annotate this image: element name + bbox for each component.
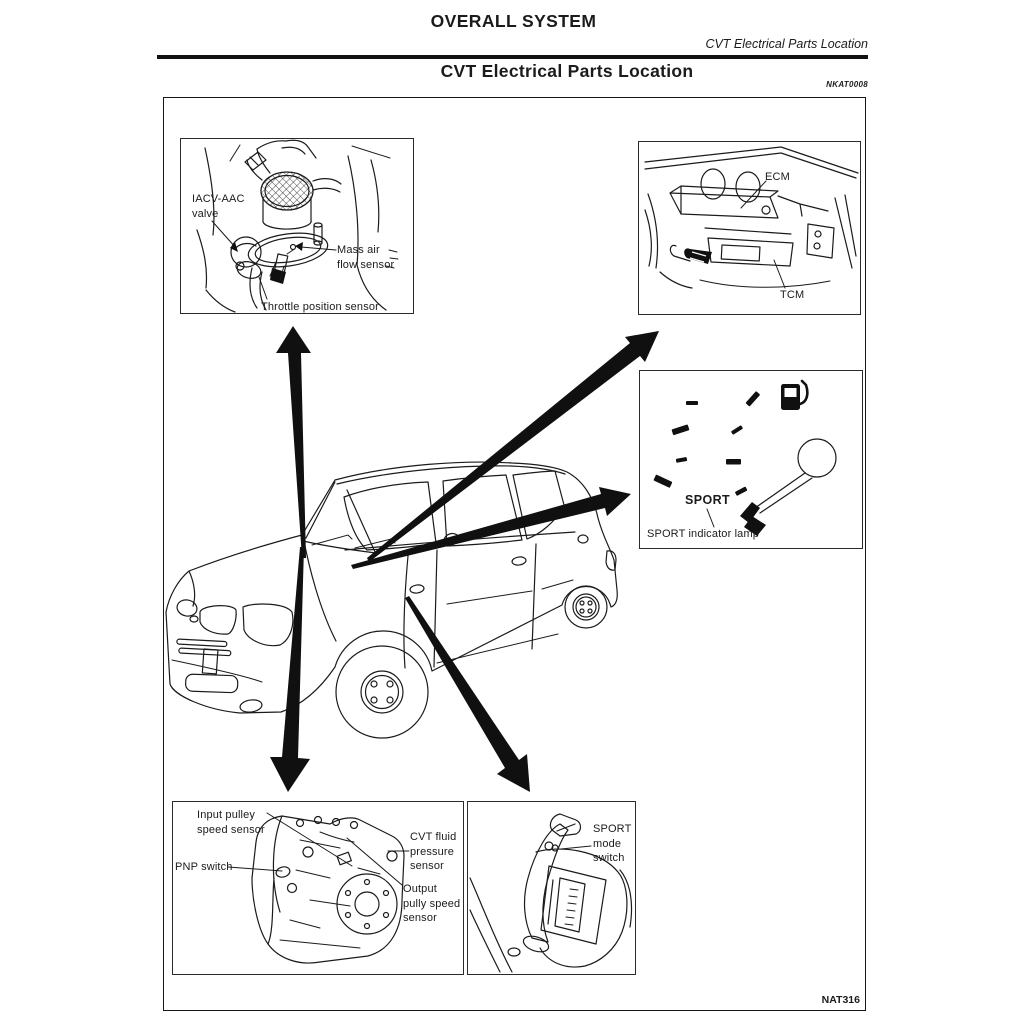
label-sport-indicator: SPORT: [685, 493, 731, 507]
header-rule: [157, 55, 868, 59]
label-cvt-fluid-pressure-sensor: CVT fluid pressure sensor: [410, 831, 457, 873]
label-sport-mode-switch: SPORT mode switch: [593, 823, 632, 865]
label-input-pulley-speed-sensor: Input pulley speed sensor: [197, 809, 265, 836]
inset-throttle-body: [180, 138, 414, 314]
section-title: CVT Electrical Parts Location: [440, 61, 694, 81]
label-output-pulley-speed-sensor: Output pully speed sensor: [403, 883, 461, 925]
label-throttle-position-sensor: Throttle position sensor: [261, 301, 379, 313]
breadcrumb: CVT Electrical Parts Location: [705, 37, 868, 51]
page-title: OVERALL SYSTEM: [430, 11, 597, 31]
label-ecm: ECM: [765, 171, 790, 183]
inset-transmission: [172, 801, 464, 975]
label-pnp-switch: PNP switch: [175, 861, 233, 873]
figure-code: NAT316: [821, 994, 860, 1006]
inset-ecm-tcm: [638, 141, 861, 315]
section-code: NKAT0008: [826, 80, 868, 89]
label-iacv-aac-valve: IACV-AAC valve: [192, 193, 245, 220]
label-sport-indicator-lamp: SPORT indicator lamp: [647, 528, 760, 540]
inset-shifter: [467, 801, 636, 975]
label-mass-air-flow-sensor: Mass air flow sensor: [337, 244, 395, 271]
label-tcm: TCM: [780, 289, 805, 301]
figure-frame: [163, 97, 866, 1011]
inset-cluster: [639, 370, 863, 549]
